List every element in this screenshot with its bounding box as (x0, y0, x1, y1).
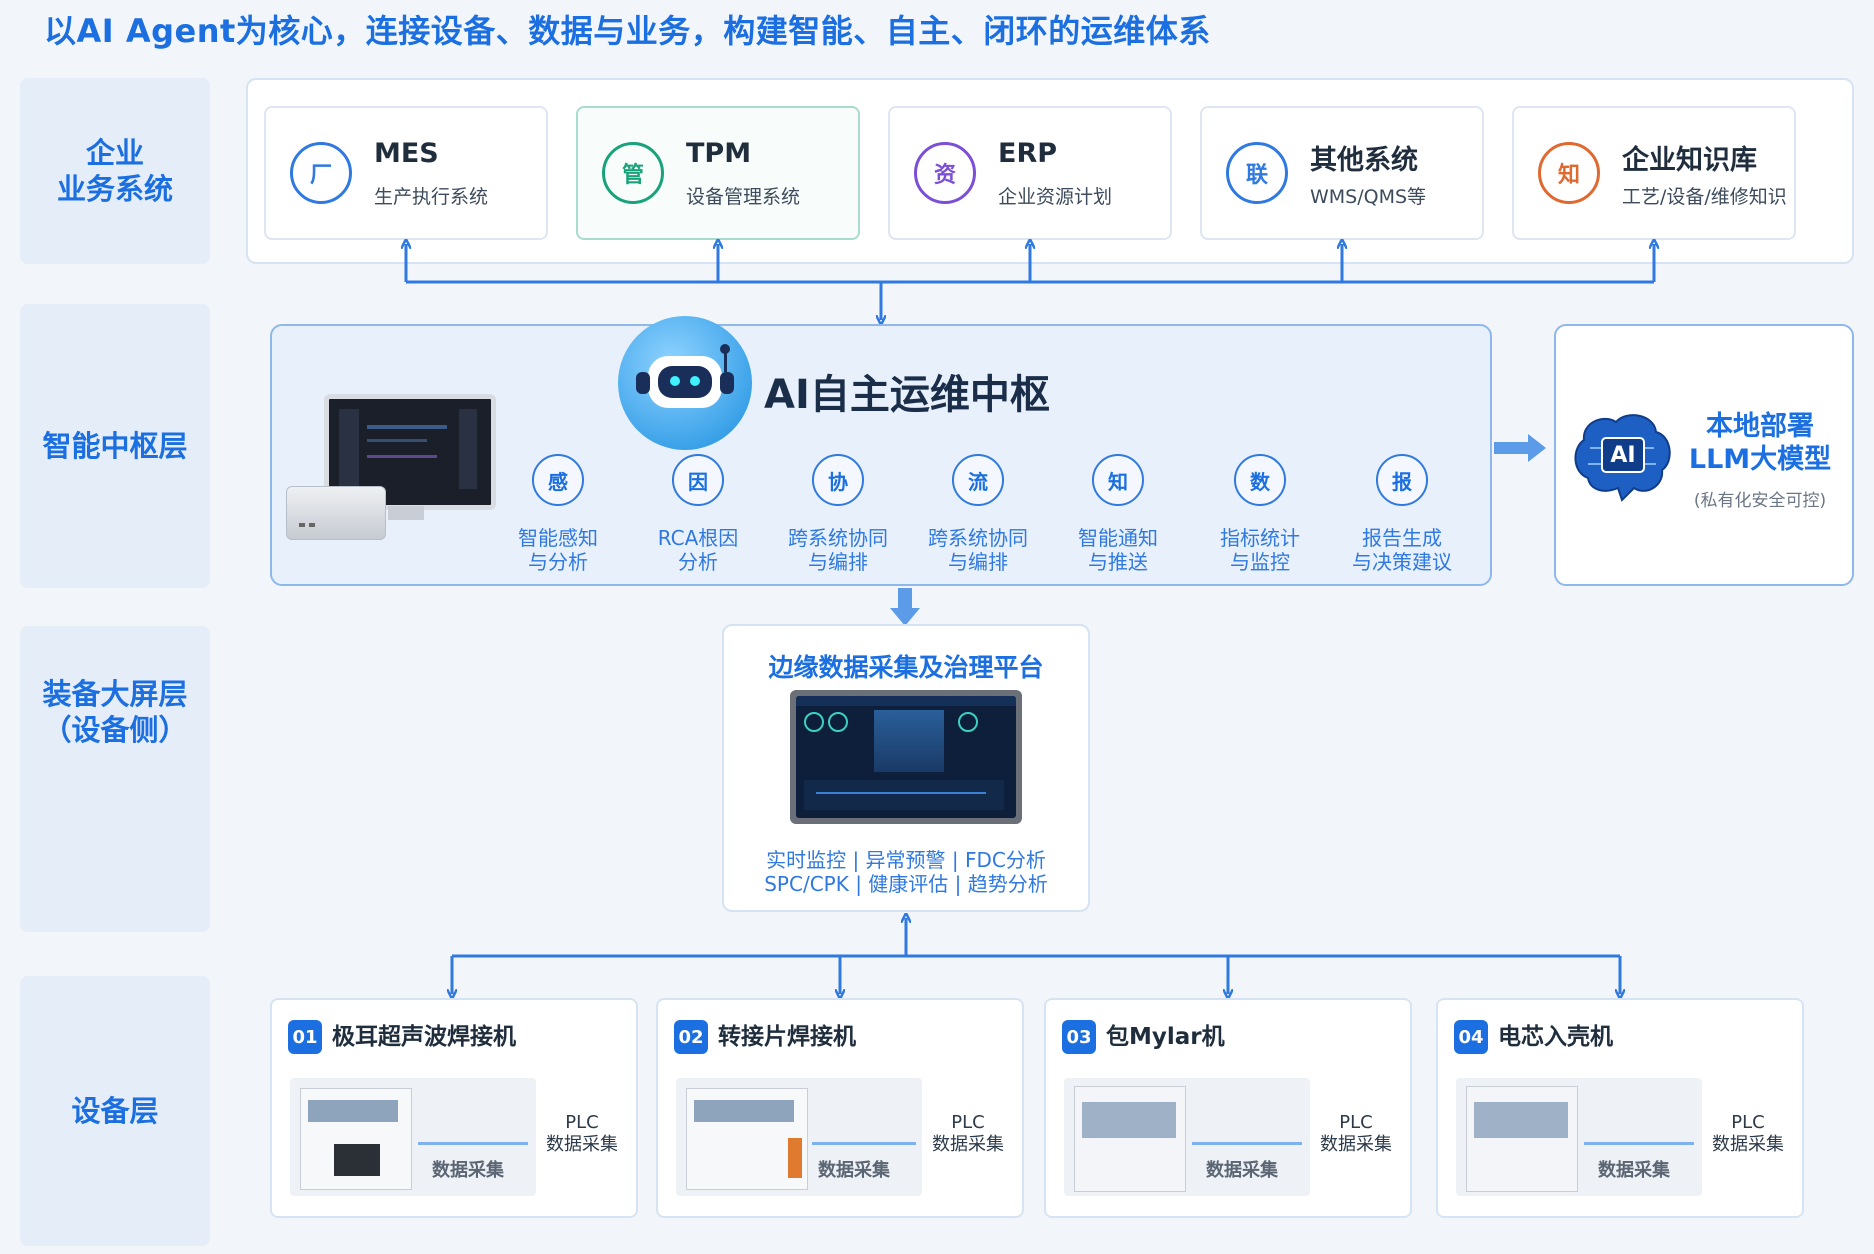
dashboard-screen-illustration (790, 690, 1022, 824)
machine-illustration (290, 1078, 536, 1196)
equipment-number-badge: 03 (1062, 1020, 1096, 1054)
equipment-name: 极耳超声波焊接机 (332, 1024, 516, 1050)
plc-label: PLC 数据采集 (932, 1112, 1004, 1155)
data-collect-label: 数据采集 (1598, 1160, 1670, 1181)
data-collect-label: 数据采集 (432, 1160, 504, 1181)
system-card-knowledge[interactable]: 知 企业知识库 工艺/设备/维修知识 (1512, 106, 1796, 240)
plc-label: PLC 数据采集 (1712, 1112, 1784, 1155)
function-label: 报告生成 与决策建议 (1352, 526, 1452, 574)
system-name: TPM (686, 138, 752, 169)
edge-platform-title: 边缘数据采集及治理平台 (768, 653, 1044, 682)
system-desc: 设备管理系统 (686, 186, 801, 208)
page-title: 以AI Agent为核心，连接设备、数据与业务，构建智能、自主、闭环的运维体系 (44, 12, 1211, 50)
system-name: 企业知识库 (1622, 145, 1757, 176)
hub-to-llm-arrow (1494, 434, 1546, 462)
system-name: 其他系统 (1310, 145, 1418, 176)
machine-illustration (1456, 1078, 1702, 1196)
collaborate-icon: 协 (812, 454, 864, 506)
robot-icon (618, 316, 752, 450)
function-label: 跨系统协同 与编排 (928, 526, 1028, 574)
equipment-name: 转接片焊接机 (718, 1024, 856, 1050)
data-collect-label: 数据采集 (818, 1160, 890, 1181)
equipment-card-1[interactable]: 01 极耳超声波焊接机 数据采集 PLC 数据采集 (270, 998, 638, 1218)
system-desc: WMS/QMS等 (1310, 186, 1427, 208)
layer-label-screen: 装备大屏层 （设备侧） (20, 626, 210, 932)
ai-badge: AI (1610, 442, 1636, 468)
equipment-card-2[interactable]: 02 转接片焊接机 数据采集 PLC 数据采集 (656, 998, 1024, 1218)
system-desc: 生产执行系统 (374, 186, 489, 208)
system-name: MES (374, 138, 439, 169)
hub-to-edge-arrow (890, 588, 920, 626)
notify-icon: 知 (1092, 454, 1144, 506)
llm-subtitle: (私有化安全可控) (1693, 491, 1827, 511)
equipment-name: 包Mylar机 (1106, 1024, 1225, 1050)
mini-pc-box (286, 486, 386, 540)
function-label: 智能通知 与推送 (1078, 526, 1158, 574)
equipment-number-badge: 01 (288, 1020, 322, 1054)
equipment-number-badge: 02 (674, 1020, 708, 1054)
sense-icon: 感 (532, 454, 584, 506)
layer-label-enterprise: 企业 业务系统 (20, 78, 210, 264)
function-label: 智能感知 与分析 (518, 526, 598, 574)
system-card-erp[interactable]: 资 ERP 企业资源计划 (888, 106, 1172, 240)
system-desc: 工艺/设备/维修知识 (1622, 186, 1787, 208)
equipment-card-3[interactable]: 03 包Mylar机 数据采集 PLC 数据采集 (1044, 998, 1412, 1218)
metrics-icon: 数 (1234, 454, 1286, 506)
resource-icon: 资 (914, 142, 976, 204)
plc-label: PLC 数据采集 (546, 1112, 618, 1155)
function-label: RCA根因 分析 (657, 526, 739, 574)
cause-icon: 因 (672, 454, 724, 506)
factory-icon: 厂 (290, 142, 352, 204)
link-icon: 联 (1226, 142, 1288, 204)
flow-icon: 流 (952, 454, 1004, 506)
system-card-mes[interactable]: 厂 MES 生产执行系统 (264, 106, 548, 240)
equipment-name: 电芯入壳机 (1498, 1024, 1613, 1050)
layer-label-hub: 智能中枢层 (20, 304, 210, 588)
machine-illustration (676, 1078, 922, 1196)
function-label: 跨系统协同 与编排 (788, 526, 888, 574)
edge-features-line1: 实时监控 | 异常预警 | FDC分析 (766, 848, 1046, 872)
system-name: ERP (998, 138, 1058, 169)
edge-features-line2: SPC/CPK | 健康评估 | 趋势分析 (764, 872, 1048, 896)
ai-brain-icon: AI (1568, 408, 1678, 504)
hub-title: AI自主运维中枢 (764, 372, 1050, 418)
data-collect-label: 数据采集 (1206, 1160, 1278, 1181)
plc-label: PLC 数据采集 (1320, 1112, 1392, 1155)
knowledge-icon: 知 (1538, 142, 1600, 204)
machine-illustration (1064, 1078, 1310, 1196)
manage-icon: 管 (602, 142, 664, 204)
equipment-number-badge: 04 (1454, 1020, 1488, 1054)
layer-label-device: 设备层 (20, 976, 210, 1246)
system-desc: 企业资源计划 (998, 186, 1113, 208)
computer-illustration (284, 390, 496, 540)
llm-title: 本地部署 LLM大模型 (1688, 411, 1832, 475)
equipment-card-4[interactable]: 04 电芯入壳机 数据采集 PLC 数据采集 (1436, 998, 1804, 1218)
function-label: 指标统计 与监控 (1220, 526, 1300, 574)
system-card-other[interactable]: 联 其他系统 WMS/QMS等 (1200, 106, 1484, 240)
report-icon: 报 (1376, 454, 1428, 506)
system-card-tpm[interactable]: 管 TPM 设备管理系统 (576, 106, 860, 240)
